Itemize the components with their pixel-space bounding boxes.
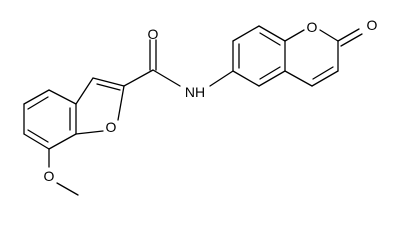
bond-coumarin-benz-3-inner <box>259 32 281 46</box>
bonds <box>23 25 363 196</box>
bond-coumarin-benz-5 <box>258 70 286 87</box>
chemical-structure-diagram: O NH O O O O <box>23 17 378 196</box>
bond-pyranone-c4-c4a <box>284 70 313 87</box>
bond-furan-c3-c2 <box>92 77 125 87</box>
atom-labels: O NH O O O O <box>44 17 378 184</box>
bond-benzo-4 <box>48 133 77 150</box>
amide-oxygen-label: O <box>148 26 159 42</box>
pyranone-ring-oxygen-label: O <box>307 19 318 35</box>
bond-coumarin-benz-6 <box>232 70 260 87</box>
bond-benzo-1-inner <box>27 96 49 110</box>
bond-furan-o1-c7a <box>75 130 104 135</box>
bond-benzo-2 <box>48 89 77 105</box>
bond-c2-carbonyl <box>123 69 154 87</box>
bond-pyranone-c3-c4 <box>311 70 339 87</box>
bond-nitrogen-aryl <box>209 70 234 87</box>
bond-coumarin-benz-5-inner <box>259 66 281 80</box>
bond-coumarin-benz-2 <box>232 25 260 42</box>
bond-furan-c3a-c3 <box>75 77 94 105</box>
amide-nitrogen-label: NH <box>185 84 205 100</box>
bond-pyranone-carbonyl-1 <box>337 28 360 42</box>
bond-benzo-5 <box>23 133 50 150</box>
bond-carbonyl-nitrogen <box>152 69 181 87</box>
bond-pyranone-carbonyl-2 <box>340 33 363 47</box>
bond-pyranone-c3-c4-inner <box>312 66 334 80</box>
bond-furan-c2-o1 <box>117 85 125 121</box>
furan-oxygen-label: O <box>106 119 117 135</box>
bond-pyranone-c8a-o1 <box>284 29 305 42</box>
ether-oxygen-label: O <box>44 168 55 184</box>
bond-furan-c3-c2-inner <box>96 83 121 91</box>
carbonyl-oxygen-label: O <box>367 17 378 33</box>
bond-pyranone-o1-c2 <box>319 29 339 42</box>
bond-oxygen-methyl <box>56 182 79 196</box>
bond-benzo-5-inner <box>27 129 49 143</box>
bond-benzo-1 <box>23 89 50 105</box>
bond-coumarin-benz-3 <box>258 25 286 42</box>
